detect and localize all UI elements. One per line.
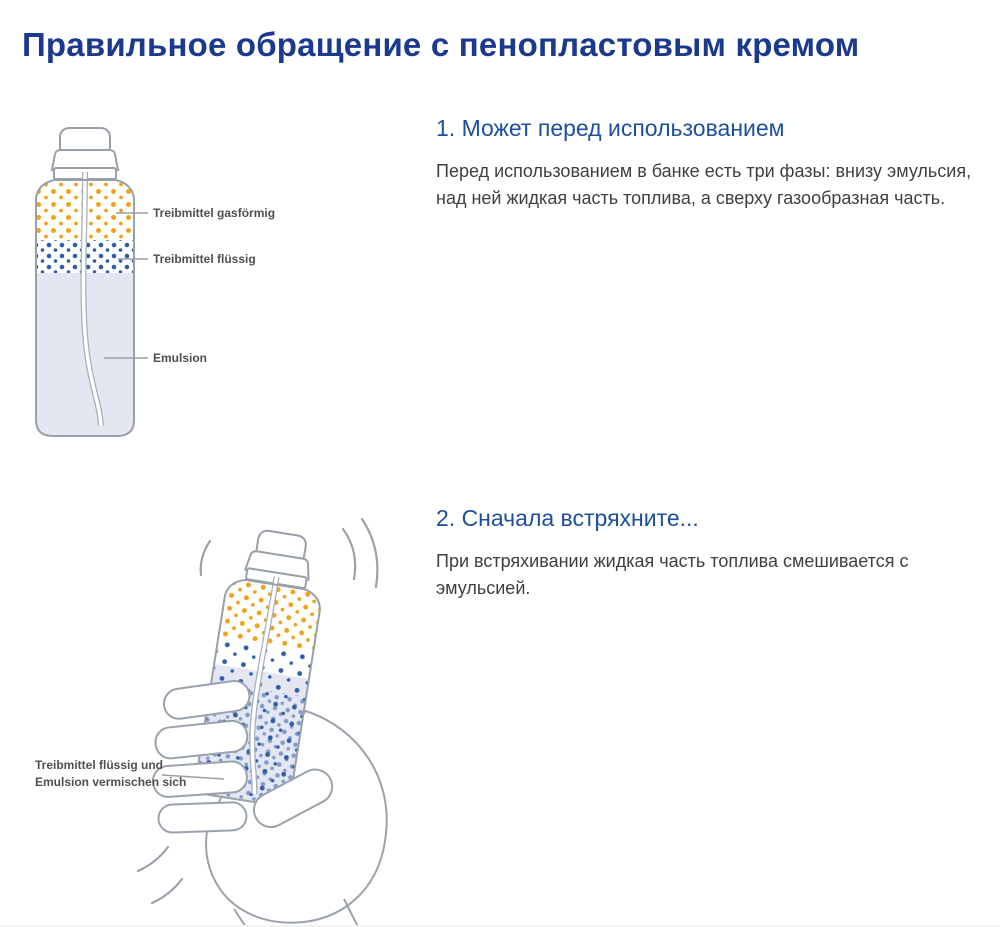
shake-can-diagram: Treibmittel flüssig und Emulsion vermisc…: [35, 517, 388, 927]
step2-text-block: 2. Сначала встряхните... При встряхивани…: [436, 505, 976, 601]
diagram-callouts: Treibmittel gasförmig Treibmittel flüssi…: [104, 206, 275, 365]
step1-body: Перед использованием в банке есть три фа…: [436, 161, 972, 208]
mix-callout: Treibmittel flüssig und Emulsion vermisc…: [35, 758, 225, 789]
hand-thumb: [252, 768, 334, 829]
label-mix-line1: Treibmittel flüssig und: [35, 758, 163, 772]
label-gas-propellant: Treibmittel gasförmig: [153, 206, 275, 220]
step2-heading: 2. Сначала встряхните...: [436, 505, 699, 531]
step1-heading: 1. Может перед использованием: [436, 115, 785, 141]
motion-lines: [136, 517, 379, 905]
can-illustration: [35, 127, 135, 437]
label-mix-line2: Emulsion vermischen sich: [35, 775, 186, 789]
bottom-divider: [0, 925, 1000, 927]
label-liquid-propellant: Treibmittel flüssig: [153, 252, 256, 266]
hand-fingers: [152, 679, 334, 834]
step1-text-block: 1. Может перед использованием Перед испо…: [436, 115, 976, 211]
label-emulsion: Emulsion: [153, 351, 207, 365]
can-phases-diagram: Treibmittel gasförmig Treibmittel flüssi…: [35, 127, 275, 437]
step2-body: При встряхивании жидкая часть топлива см…: [436, 551, 909, 598]
page-title: Правильное обращение с пенопластовым кре…: [22, 26, 860, 63]
